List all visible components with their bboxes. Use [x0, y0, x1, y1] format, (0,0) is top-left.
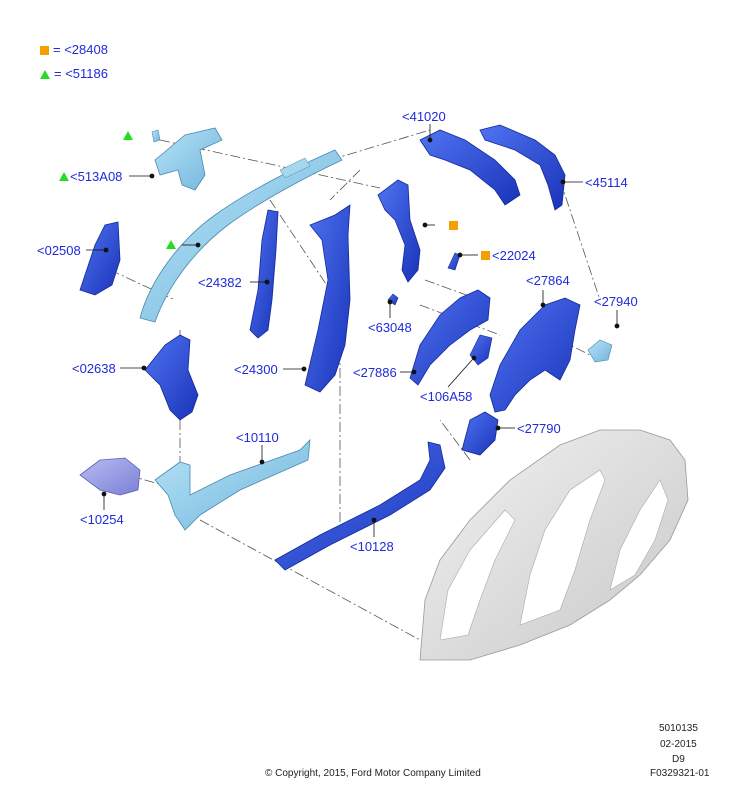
part-10128	[274, 441, 446, 571]
label-63048: <63048	[368, 320, 412, 335]
legend-text: = <51186	[54, 66, 108, 81]
marker-square-orange-1	[449, 221, 458, 230]
label-10128: <10128	[350, 539, 394, 554]
part-d-pillar-inner	[377, 179, 421, 283]
marker-triangle-green-3	[166, 240, 176, 249]
legend-text: = <28408	[53, 42, 108, 57]
label-02508: <02508	[37, 243, 81, 258]
marker-triangle-green-2	[59, 172, 69, 181]
label-27864: <27864	[526, 273, 570, 288]
label-27886: <27886	[353, 365, 397, 380]
part-45114	[479, 124, 566, 211]
part-513a08	[151, 127, 223, 191]
part-41020	[419, 129, 521, 206]
label-24300: <24300	[234, 362, 278, 377]
label-513a08: <513A08	[70, 169, 123, 184]
label-45114: <45114	[585, 175, 628, 190]
marker-square-orange-2	[481, 251, 490, 260]
part-body-side	[419, 429, 689, 661]
part-10254	[79, 457, 141, 496]
legend-item-28408: = <28408	[40, 42, 108, 57]
triangle-marker-icon	[40, 70, 50, 80]
label-02638: <02638	[72, 361, 116, 376]
part-27886	[409, 289, 491, 386]
legend-item-51186: = <51186	[40, 66, 108, 81]
label-106a58: <106A58	[420, 389, 473, 404]
part-02508	[79, 221, 121, 296]
label-27790: <27790	[517, 421, 561, 436]
copyright-text: © Copyright, 2015, Ford Motor Company Li…	[265, 768, 481, 779]
part-27790	[461, 411, 499, 456]
label-22024: <22024	[492, 248, 536, 263]
label-24382: <24382	[198, 275, 242, 290]
part-27864	[489, 297, 581, 413]
label-10110: <10110	[236, 430, 279, 445]
catalog-variant: D9	[672, 754, 685, 765]
part-roof-rail	[139, 149, 343, 323]
label-10254: <10254	[80, 512, 124, 527]
label-27940: <27940	[594, 294, 638, 309]
figure-id: F0329321-01	[650, 768, 710, 779]
part-24382	[249, 209, 279, 339]
part-106a58	[469, 334, 493, 366]
square-marker-icon	[40, 46, 49, 56]
part-10110	[154, 438, 311, 531]
catalog-date: 02-2015	[660, 739, 697, 750]
part-63048	[387, 293, 399, 306]
label-41020: <41020	[402, 109, 446, 124]
marker-triangle-green-1	[123, 131, 133, 140]
part-02638	[144, 334, 199, 421]
part-24300	[304, 204, 351, 393]
leader-lines	[86, 124, 620, 537]
catalog-code: 5010135	[659, 723, 698, 734]
part-27940	[587, 339, 613, 363]
